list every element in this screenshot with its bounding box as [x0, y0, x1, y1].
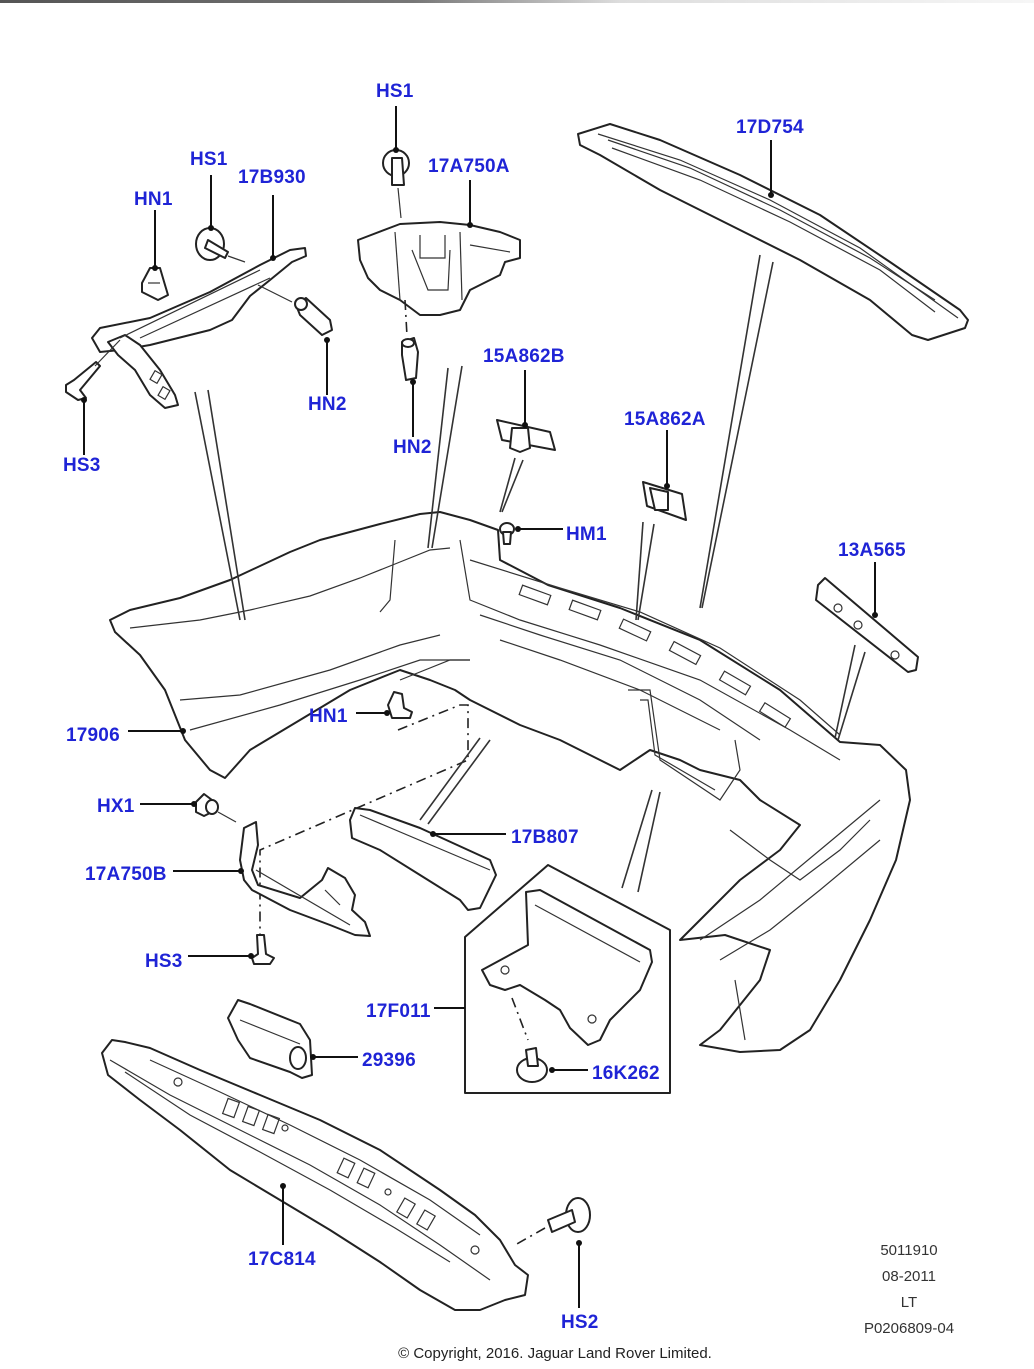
callout-17D754: 17D754 — [736, 117, 804, 138]
part-17906-bumper-cover — [109, 511, 911, 1053]
part-17A750B-bracket — [239, 821, 371, 937]
drawing-date: 08-2011 — [882, 1268, 936, 1285]
part-15A862A-sensor — [642, 481, 687, 521]
callout-17B930: 17B930 — [238, 167, 306, 188]
grouping-lines — [194, 254, 866, 893]
top-edge-bar — [0, 0, 1034, 3]
part-HS3-screw-top — [65, 339, 121, 401]
callout-HS2: HS2 — [561, 1312, 599, 1333]
drawing-variant: LT — [900, 1294, 918, 1311]
callout-17A750B: 17A750B — [85, 864, 167, 885]
drawing-ref: P0206809-04 — [863, 1320, 955, 1337]
part-HN1-clip-mid — [387, 691, 413, 719]
part-15A862B-sensor — [496, 419, 556, 453]
callout-HS3-bottom: HS3 — [145, 951, 183, 972]
part-HN1-clip-top — [141, 267, 169, 301]
drawing-number: 5011910 — [880, 1242, 938, 1259]
callout-HN2-mid: HN2 — [393, 437, 432, 458]
callout-HS1-top: HS1 — [376, 81, 414, 102]
callout-17906: 17906 — [66, 725, 120, 746]
part-17D754-step-pad — [577, 123, 969, 341]
callout-15A862B: 15A862B — [483, 346, 565, 367]
callout-HX1: HX1 — [97, 796, 135, 817]
callout-15A862A: 15A862A — [624, 409, 706, 430]
callout-17C814: 17C814 — [248, 1249, 316, 1270]
part-17C814-beam — [101, 1039, 529, 1311]
part-13A565-bracket — [815, 577, 919, 673]
part-HS1-screw-top — [382, 149, 410, 219]
part-17B930-bracket — [91, 247, 307, 409]
part-HX1-clip — [195, 793, 237, 823]
part-HS2-screw — [514, 1197, 591, 1246]
part-17B807-trim — [349, 807, 497, 911]
assembly-line-17A750A — [404, 299, 408, 337]
part-HN2-nut-mid — [401, 337, 419, 381]
callout-16K262: 16K262 — [592, 1063, 660, 1084]
part-17A750A-bracket — [357, 221, 521, 316]
callout-HS1-left: HS1 — [190, 149, 228, 170]
callout-17A750A: 17A750A — [428, 156, 510, 177]
callout-HN2-left: HN2 — [308, 394, 347, 415]
copyright-notice: © Copyright, 2016. Jaguar Land Rover Lim… — [398, 1345, 712, 1362]
callout-HN1-mid: HN1 — [309, 706, 348, 727]
callout-13A565: 13A565 — [838, 540, 906, 561]
callout-HS3-top: HS3 — [63, 455, 101, 476]
part-HN2-nut-left — [257, 284, 333, 336]
callout-17B807: 17B807 — [511, 827, 579, 848]
part-17F011-inset-box — [464, 864, 671, 1094]
callout-HM1: HM1 — [566, 524, 607, 545]
callout-HN1-top: HN1 — [134, 189, 173, 210]
callout-29396: 29396 — [362, 1050, 416, 1071]
callout-17F011: 17F011 — [366, 1001, 431, 1022]
part-HM1-clip — [499, 522, 515, 545]
part-HS3-screw-bottom — [251, 934, 275, 965]
part-HS1-screw-left — [195, 227, 246, 263]
leader-lines — [81, 106, 878, 1308]
part-29396-module — [227, 999, 313, 1079]
